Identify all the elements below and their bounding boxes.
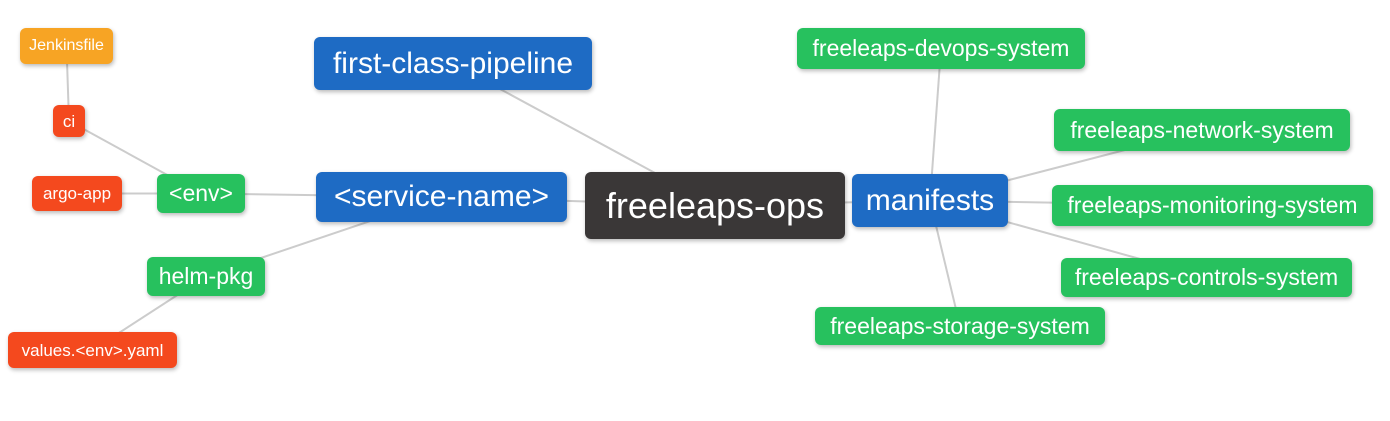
node-argo-app[interactable]: argo-app bbox=[32, 176, 122, 211]
node-freeleaps-controls-system[interactable]: freeleaps-controls-system bbox=[1061, 258, 1352, 297]
node-manifests[interactable]: manifests bbox=[852, 174, 1008, 227]
node-service-name[interactable]: <service-name> bbox=[316, 172, 567, 222]
node-env[interactable]: <env> bbox=[157, 174, 245, 213]
node-first-class-pipeline[interactable]: first-class-pipeline bbox=[314, 37, 592, 90]
node-freeleaps-ops[interactable]: freeleaps-ops bbox=[585, 172, 845, 239]
node-freeleaps-network-system[interactable]: freeleaps-network-system bbox=[1054, 109, 1350, 151]
node-freeleaps-devops-system[interactable]: freeleaps-devops-system bbox=[797, 28, 1085, 69]
node-ci[interactable]: ci bbox=[53, 105, 85, 137]
node-jenkinsfile[interactable]: Jenkinsfile bbox=[20, 28, 113, 64]
node-helm-pkg[interactable]: helm-pkg bbox=[147, 257, 265, 296]
node-values-env-yaml[interactable]: values.<env>.yaml bbox=[8, 332, 177, 368]
node-freeleaps-monitoring-system[interactable]: freeleaps-monitoring-system bbox=[1052, 185, 1373, 226]
node-freeleaps-storage-system[interactable]: freeleaps-storage-system bbox=[815, 307, 1105, 345]
